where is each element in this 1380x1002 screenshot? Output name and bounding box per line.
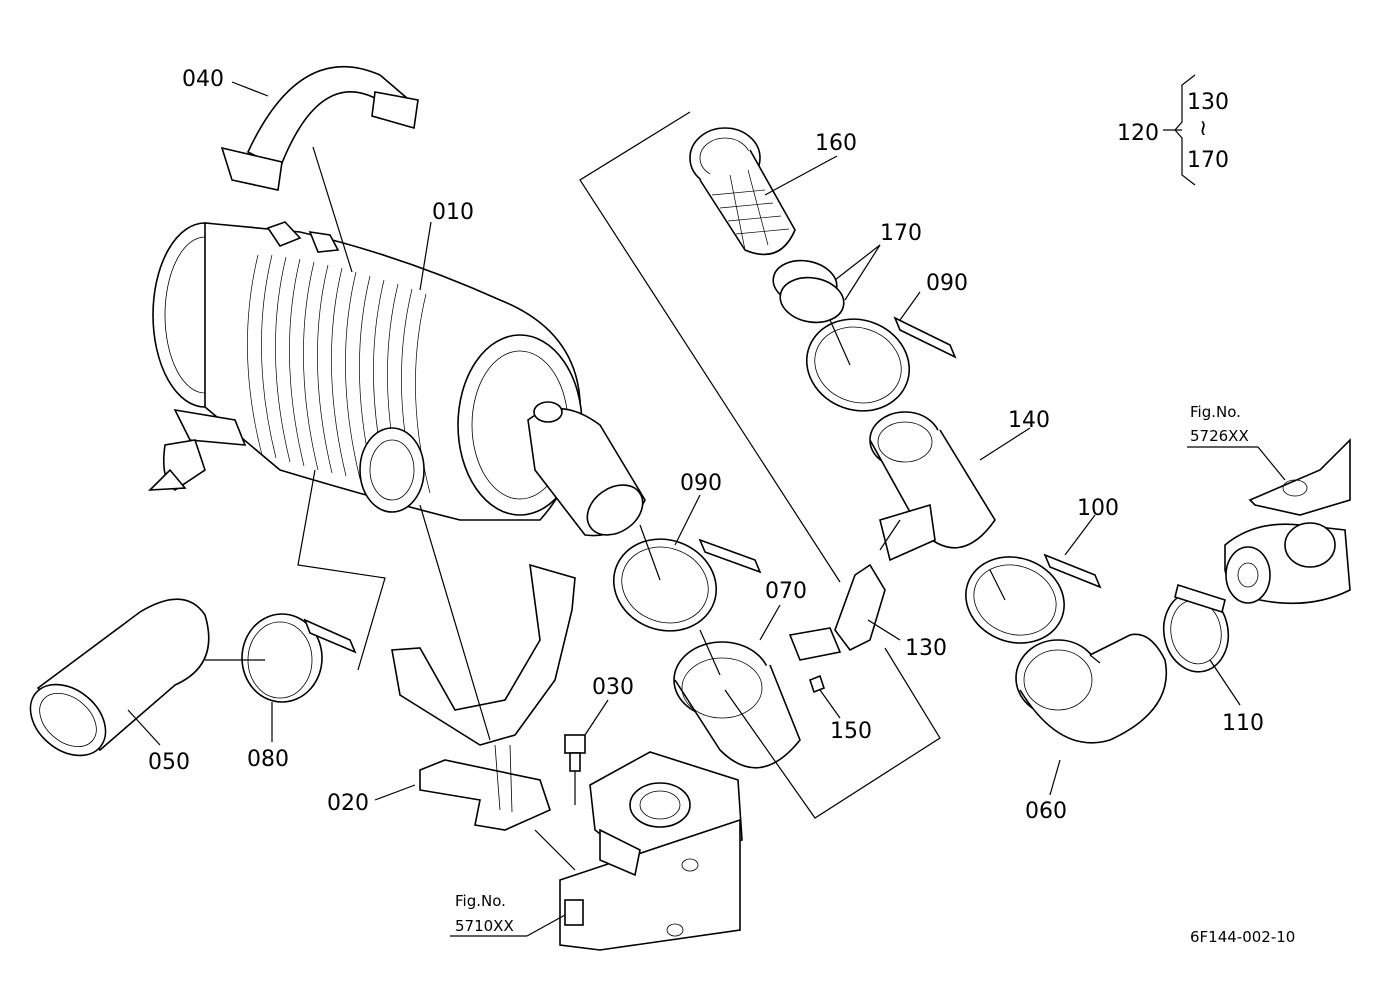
label-140: 140 bbox=[1008, 408, 1050, 433]
hose-clamp-100 bbox=[965, 553, 1102, 644]
label-050: 050 bbox=[148, 750, 190, 775]
leader-lines bbox=[127, 74, 1286, 937]
bolt-030 bbox=[564, 734, 586, 772]
filter-screen bbox=[689, 127, 796, 256]
label-040: 040 bbox=[182, 67, 224, 92]
hose-clamp-090-upper bbox=[805, 316, 957, 412]
hose-clamp-090-lower bbox=[612, 538, 762, 632]
elbow-hose-060 bbox=[1015, 633, 1167, 744]
label-110: 110 bbox=[1222, 711, 1264, 736]
figure-references: Fig.No. 5726XX Fig.No. 5710XX 6F144-002-… bbox=[455, 403, 1295, 946]
label-080: 080 bbox=[247, 747, 289, 772]
callout-labels: 040 010 050 080 020 030 090 070 130 150 … bbox=[148, 67, 1264, 824]
air-cleaner-body bbox=[147, 221, 646, 537]
label-090-upper: 090 bbox=[926, 271, 968, 296]
label-range-tilde: ≀ bbox=[1199, 116, 1207, 141]
label-060: 060 bbox=[1025, 799, 1067, 824]
drawing-code: 6F144-002-10 bbox=[1190, 928, 1295, 946]
intake-pipe-140 bbox=[869, 411, 996, 562]
label-170: 170 bbox=[880, 221, 922, 246]
label-160: 160 bbox=[815, 131, 857, 156]
fig-ref-a-title: Fig.No. bbox=[1190, 403, 1241, 421]
airflow-sensor bbox=[788, 563, 886, 694]
label-030: 030 bbox=[592, 675, 634, 700]
fig-ref-b-number: 5710XX bbox=[455, 917, 514, 935]
rubber-sleeve-070 bbox=[673, 641, 801, 769]
inlet-elbow bbox=[29, 598, 210, 757]
o-rings bbox=[772, 259, 845, 324]
label-170-range: 170 bbox=[1187, 148, 1229, 173]
label-010: 010 bbox=[432, 200, 474, 225]
label-130: 130 bbox=[905, 636, 947, 661]
fig-ref-b-title: Fig.No. bbox=[455, 892, 506, 910]
label-020: 020 bbox=[327, 791, 369, 816]
hose-clamp-080 bbox=[241, 613, 357, 703]
label-070: 070 bbox=[765, 579, 807, 604]
engine-manifold bbox=[559, 751, 743, 951]
fig-ref-a-number: 5726XX bbox=[1190, 427, 1249, 445]
turbocharger bbox=[1224, 438, 1351, 605]
label-120: 120 bbox=[1117, 121, 1159, 146]
hose-clamp-110 bbox=[1162, 583, 1230, 673]
label-130-range: 130 bbox=[1187, 90, 1229, 115]
mounting-band bbox=[220, 65, 419, 191]
label-150: 150 bbox=[830, 719, 872, 744]
label-100: 100 bbox=[1077, 496, 1119, 521]
mounting-bracket bbox=[391, 563, 576, 831]
label-090-lower: 090 bbox=[680, 471, 722, 496]
